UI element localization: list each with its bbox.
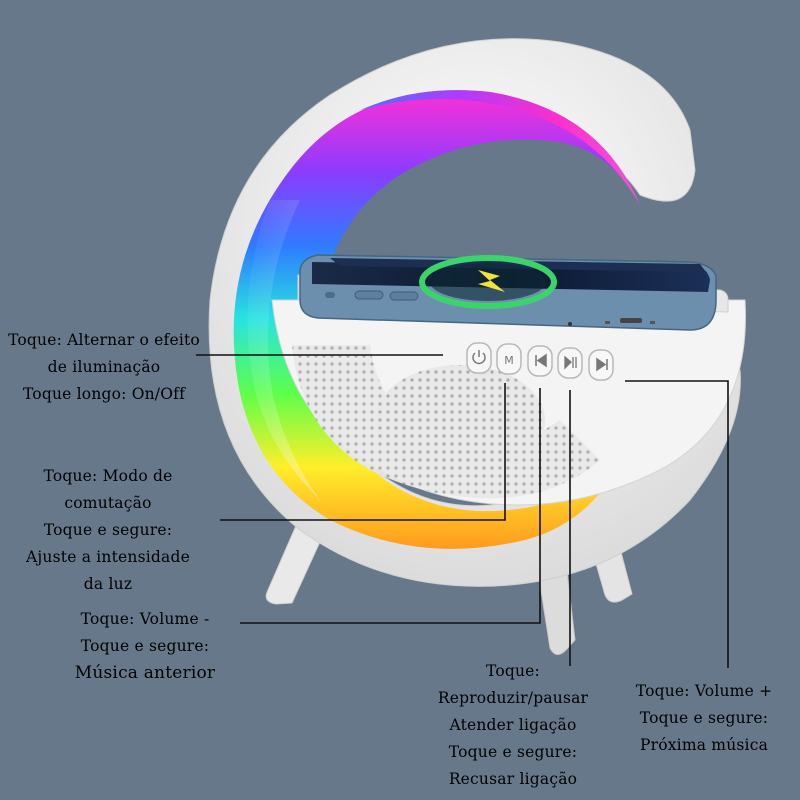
mode-line-4: Ajuste a intensidade bbox=[26, 548, 190, 566]
volume-up-line-2: Toque e segure: bbox=[639, 709, 769, 727]
smartphone bbox=[299, 254, 717, 331]
volume-down-callout: Toque: Volume - Toque e segure: Música a… bbox=[50, 606, 240, 687]
lighting-line-3: Toque longo: On/Off bbox=[22, 385, 186, 403]
play-line-1: Toque: bbox=[486, 662, 540, 680]
volume-up-line-1: Toque: Volume + bbox=[635, 682, 773, 700]
power-icon[interactable] bbox=[466, 342, 492, 374]
volume-down-line-1: Toque: Volume - bbox=[80, 610, 210, 628]
volume-down-line-2: Toque e segure: bbox=[80, 637, 210, 655]
play-line-2: Reproduzir/pausar bbox=[437, 689, 589, 707]
callout-line-mode bbox=[220, 383, 506, 521]
previous-icon[interactable] bbox=[527, 345, 553, 377]
svg-text:M: M bbox=[504, 354, 514, 367]
lightning-icon bbox=[478, 270, 505, 292]
next-icon[interactable] bbox=[588, 349, 614, 381]
mode-line-2: comutação bbox=[64, 494, 152, 512]
play-line-5: Recusar ligação bbox=[448, 770, 578, 788]
lighting-line-1: Toque: Alternar o efeito bbox=[8, 331, 200, 349]
play-pause-icon[interactable] bbox=[557, 347, 583, 379]
callout-lines bbox=[196, 354, 729, 668]
mode-icon[interactable]: M bbox=[496, 343, 522, 375]
callout-line-volume-up bbox=[625, 380, 729, 668]
charging-ring bbox=[419, 255, 557, 309]
speaker-grille bbox=[292, 345, 600, 499]
mode-callout: Toque: Modo de comutação Toque e segure:… bbox=[8, 463, 208, 598]
callout-line-volume-down bbox=[240, 388, 541, 624]
volume-up-line-3: Próxima música bbox=[639, 736, 769, 754]
lighting-line-2: de iluminação bbox=[47, 358, 161, 376]
control-buttons: M bbox=[466, 342, 614, 381]
play-line-3: Atender ligação bbox=[449, 716, 577, 734]
volume-down-line-3: Música anterior bbox=[74, 663, 216, 683]
volume-up-callout: Toque: Volume + Toque e segure: Próxima … bbox=[616, 678, 792, 759]
play-pause-callout: Toque: Reproduzir/pausar Atender ligação… bbox=[413, 658, 613, 793]
mode-line-3: Toque e segure: bbox=[43, 521, 173, 539]
lighting-callout: Toque: Alternar o efeito de iluminação T… bbox=[4, 327, 204, 408]
play-line-4: Toque e segure: bbox=[448, 743, 578, 761]
mode-line-5: da luz bbox=[83, 575, 133, 593]
mode-line-1: Toque: Modo de bbox=[43, 467, 173, 485]
